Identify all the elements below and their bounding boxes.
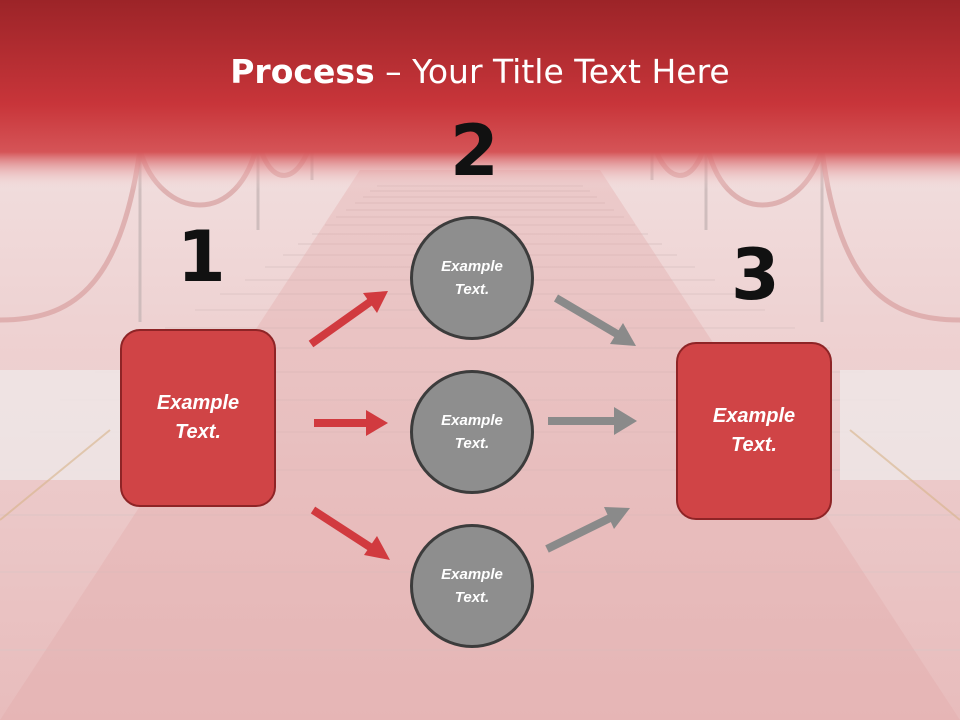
red-arrow-right [314, 410, 388, 436]
left-box-line2: Text. [175, 421, 221, 443]
circle-bottom: Example Text. [410, 524, 534, 648]
red-arrow-down [310, 506, 390, 560]
circle-middle: Example Text. [410, 370, 534, 494]
slide-title: Process – Your Title Text Here [0, 52, 960, 91]
circle-bottom-line2: Text. [454, 589, 490, 606]
circle-top-line2: Text. [454, 281, 490, 298]
title-strong: Process [230, 52, 375, 91]
step-number-2: 2 [450, 110, 499, 192]
left-text-box: Example Text. [120, 329, 276, 507]
circle-top-line1: Example [441, 258, 503, 275]
right-box-line1: Example [712, 405, 796, 427]
title-rest: – Your Title Text Here [374, 52, 730, 91]
circle-middle-line2: Text. [454, 435, 490, 452]
circle-bottom-line1: Example [441, 566, 503, 583]
left-box-line1: Example [156, 392, 240, 414]
step-number-1: 1 [177, 216, 226, 298]
circle-top: Example Text. [410, 216, 534, 340]
gray-arrow-right [548, 407, 637, 435]
right-text-box: Example Text. [676, 342, 832, 520]
circle-middle-line1: Example [441, 412, 503, 429]
gray-arrow-up [545, 507, 630, 553]
step-number-3: 3 [731, 234, 780, 316]
gray-arrow-down [553, 294, 636, 346]
right-box-line2: Text. [731, 434, 777, 456]
red-arrow-up [308, 291, 388, 348]
